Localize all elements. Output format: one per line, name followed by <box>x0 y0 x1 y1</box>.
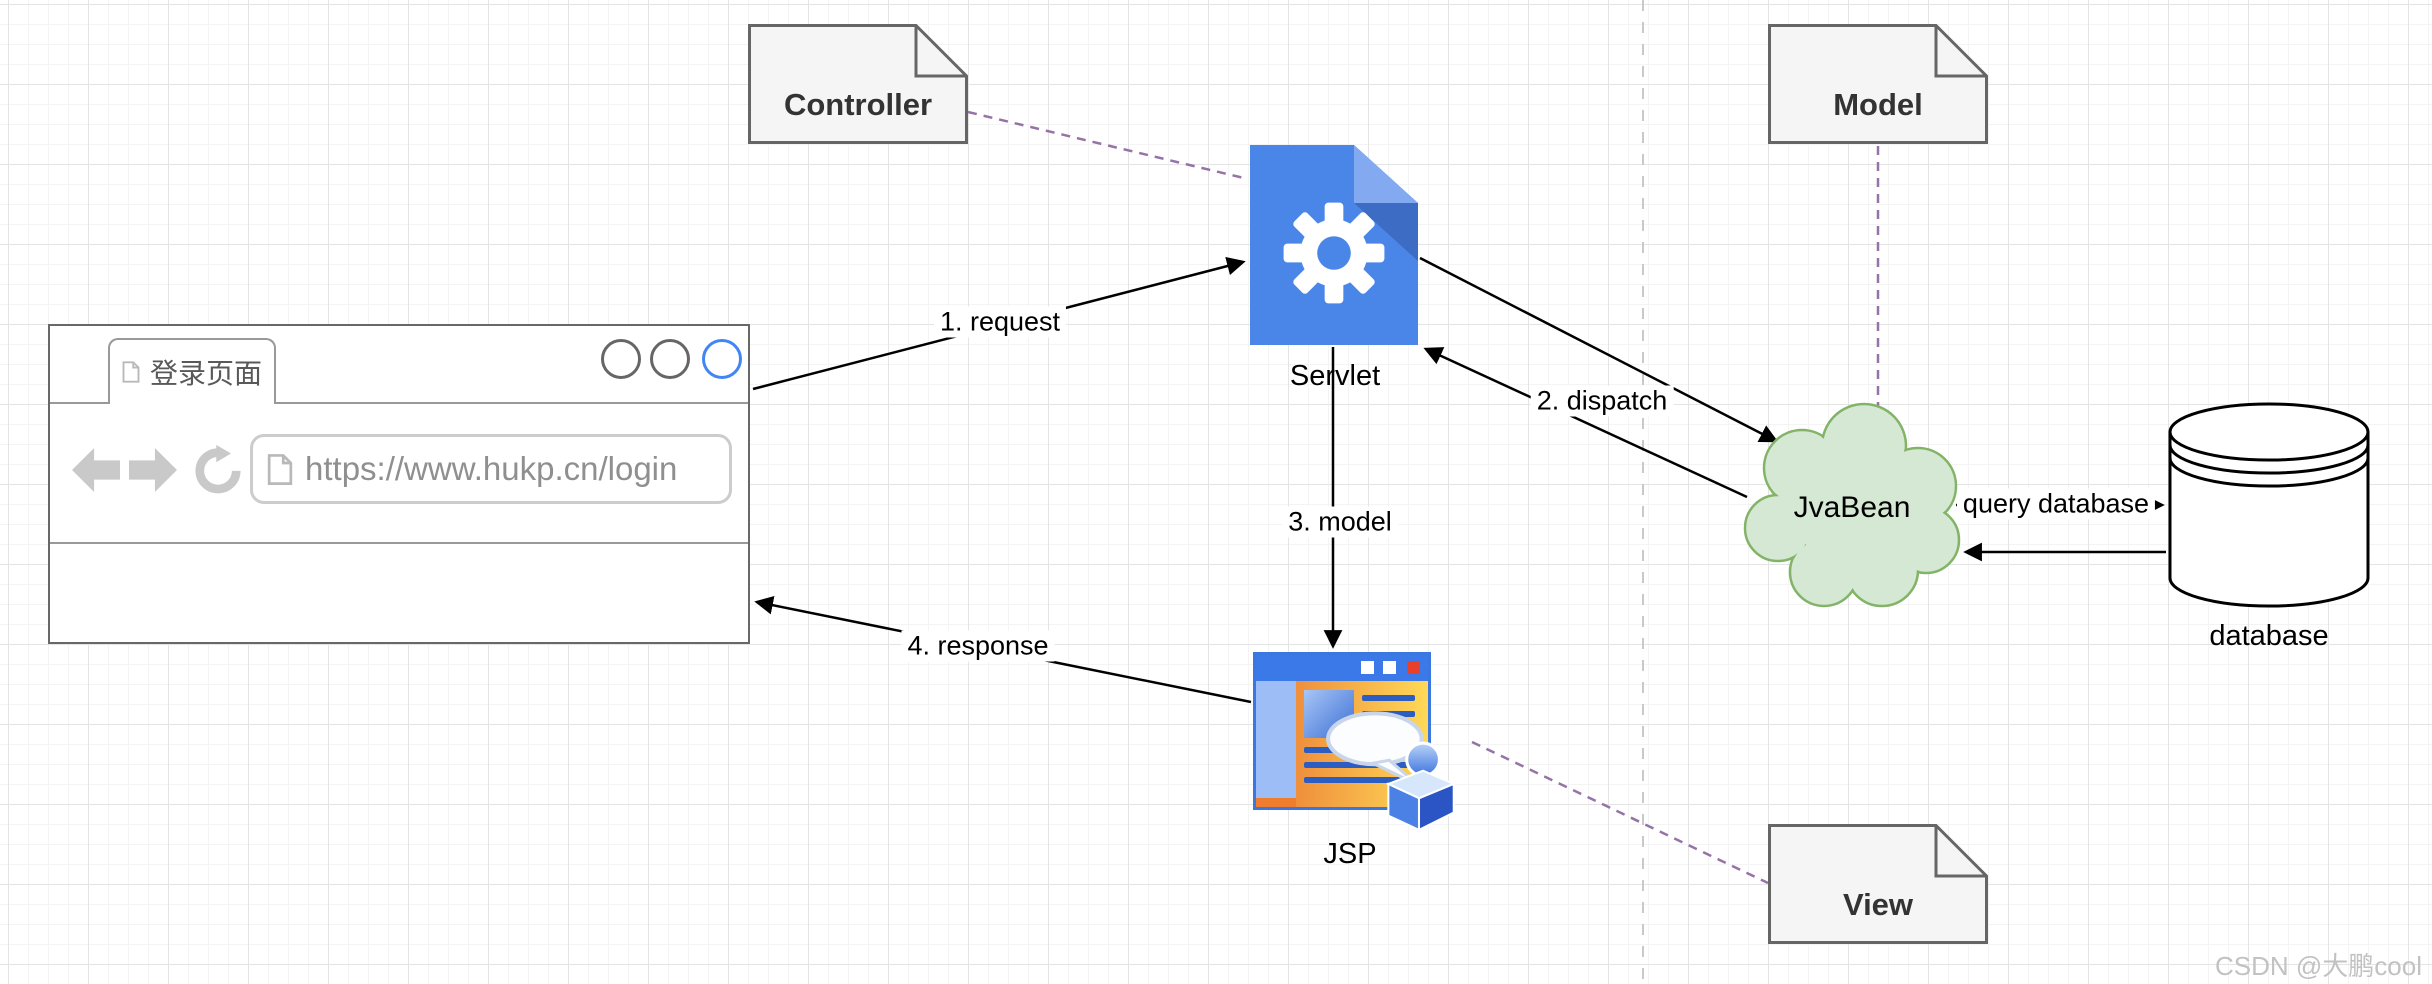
forward-icon <box>129 448 177 492</box>
titlebar-square-red <box>1407 661 1420 674</box>
jsp-text-line <box>1362 695 1416 701</box>
edge-jsp-view <box>1471 740 1769 885</box>
browser-window-mockup: 登录页面 https://www.hukp.cn/login <box>48 324 750 644</box>
gear-icon <box>1283 202 1385 304</box>
back-icon <box>72 448 120 492</box>
titlebar-square <box>1361 661 1374 674</box>
window-control-circle <box>601 339 641 379</box>
note-shape <box>748 24 968 144</box>
jsp-label: JSP <box>1323 838 1377 870</box>
edge-label-request: 1. request <box>933 306 1067 338</box>
address-bar: https://www.hukp.cn/login <box>250 434 732 504</box>
note-shape <box>1768 24 1988 144</box>
servlet-document-icon <box>1250 145 1418 345</box>
jsp-sidebar-chip <box>1256 798 1296 807</box>
note-shape <box>1768 824 1988 944</box>
jsp-titlebar <box>1256 655 1428 681</box>
watermark: CSDN @大鹏cool <box>2215 951 2422 981</box>
person-icon <box>1385 741 1457 832</box>
edge-label-response: 4. response <box>901 630 1055 662</box>
edge-dispatch-back <box>1423 347 1748 499</box>
note-model: Model <box>1768 24 1988 144</box>
page-icon <box>122 361 140 383</box>
note-view: View <box>1768 824 1988 944</box>
url-text: https://www.hukp.cn/login <box>305 450 678 487</box>
refresh-icon <box>195 444 241 494</box>
servlet-label: Servlet <box>1289 360 1381 392</box>
jsp-page-icon <box>1253 652 1457 832</box>
edge-label-query-database: query database <box>1956 488 2156 520</box>
database-cylinder-icon <box>2168 402 2370 608</box>
note-label: Model <box>1833 87 1923 122</box>
edge-label-model: 3. model <box>1282 506 1398 538</box>
window-control-circle <box>650 339 690 379</box>
database-label: database <box>2209 620 2329 652</box>
jsp-sidebar <box>1256 681 1296 807</box>
browser-tab-title: 登录页面 <box>149 358 262 389</box>
edge-controller-servlet <box>967 110 1249 181</box>
browser-content-divider <box>50 542 748 544</box>
cylinder-shape <box>2168 402 2370 608</box>
page-icon <box>267 453 293 485</box>
jsp-text-line <box>1304 777 1402 783</box>
note-label: Controller <box>783 87 933 122</box>
javabean-cloud: JvaBean <box>1742 400 1962 615</box>
edge-label-dispatch: 2. dispatch <box>1530 385 1674 417</box>
browser-tab: 登录页面 <box>108 338 276 404</box>
window-control-circle-active <box>702 339 742 379</box>
browser-tab-band <box>50 326 748 404</box>
titlebar-square <box>1383 661 1396 674</box>
note-label: View <box>1842 887 1914 922</box>
note-controller: Controller <box>748 24 968 144</box>
edge-dispatch-out <box>1419 256 1779 443</box>
cloud-shape <box>1743 402 1961 608</box>
javabean-label: JvaBean <box>1793 490 1911 524</box>
